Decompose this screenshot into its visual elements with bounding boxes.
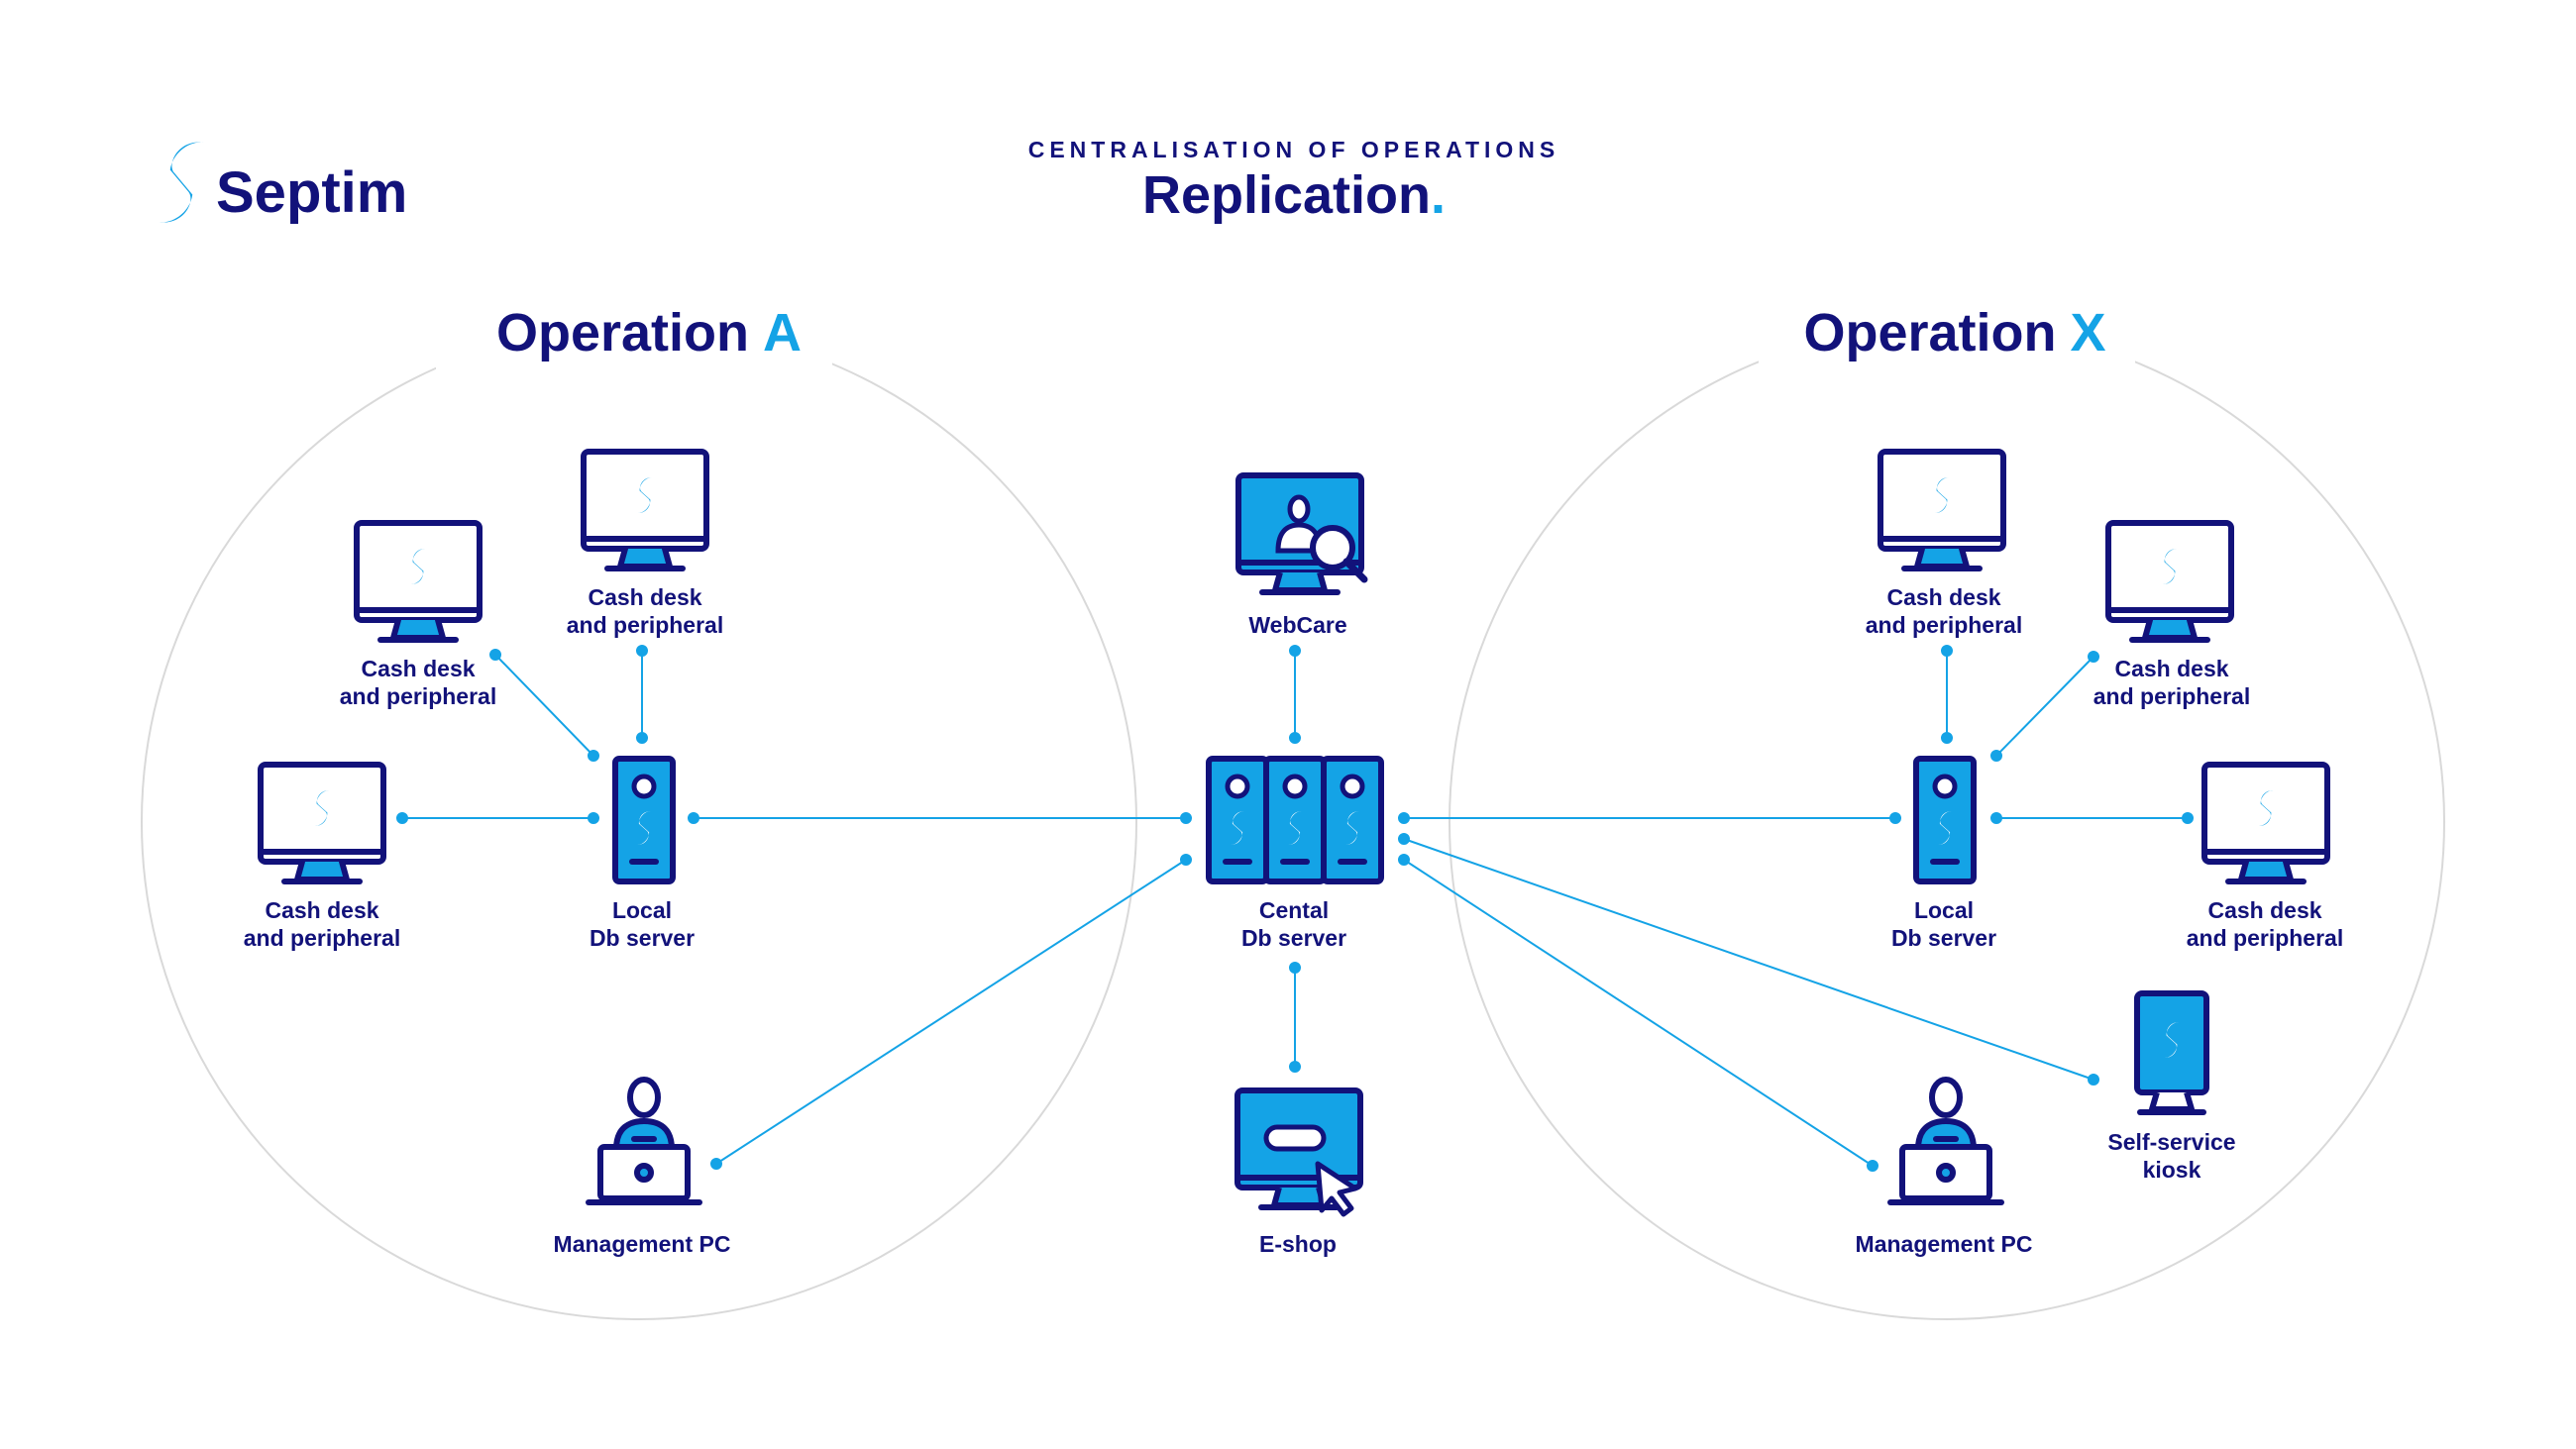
connector-dot bbox=[688, 812, 699, 824]
server-icon bbox=[1916, 759, 1974, 881]
node-label-line2: Db server bbox=[590, 925, 695, 951]
node-label-line1: Cash desk bbox=[2207, 897, 2321, 923]
monitor-icon bbox=[261, 765, 383, 881]
node-label-line2: kiosk bbox=[2143, 1157, 2201, 1183]
laptop-user-icon bbox=[1890, 1080, 2001, 1202]
connector-dot bbox=[710, 1158, 722, 1170]
connector-central-x-mgmt bbox=[1403, 859, 1874, 1167]
connector-dot bbox=[636, 732, 648, 744]
monitor-icon bbox=[1880, 452, 2003, 569]
node-label-line2: Db server bbox=[1891, 925, 1996, 951]
connector-dot bbox=[1398, 854, 1410, 866]
operation-x-title: Operation X bbox=[1803, 303, 2105, 362]
node-label-line1: Cash desk bbox=[1886, 584, 2000, 610]
connector-x-cash-upper bbox=[1995, 656, 2094, 757]
monitor-icon bbox=[584, 452, 706, 569]
node-x-cash-mid: Cash desk and peripheral bbox=[2187, 765, 2343, 951]
page-title: Replication. bbox=[1142, 165, 1446, 225]
node-eshop: E-shop bbox=[1234, 1087, 1363, 1257]
operation-x-letter: X bbox=[2071, 303, 2106, 362]
monitor-icon bbox=[2108, 523, 2231, 640]
connector-dot bbox=[2182, 812, 2194, 824]
node-x-local-db: Local Db server bbox=[1891, 759, 1996, 951]
node-webcare: WebCare bbox=[1235, 472, 1368, 638]
node-label-line1: Management PC bbox=[554, 1231, 731, 1257]
node-label-line1: Cash desk bbox=[265, 897, 378, 923]
septim-logo: Septim bbox=[158, 138, 407, 227]
connector-dot bbox=[1889, 812, 1901, 824]
node-label-line2: and peripheral bbox=[567, 612, 723, 638]
connector-dot bbox=[588, 812, 599, 824]
page-title-dot: . bbox=[1431, 165, 1446, 225]
connector-dot bbox=[1289, 732, 1301, 744]
kiosk-icon bbox=[2134, 990, 2209, 1115]
header-eyebrow: CENTRALISATION OF OPERATIONS bbox=[1028, 137, 1560, 162]
connectors bbox=[396, 645, 2194, 1172]
server-rack-icon bbox=[1209, 759, 1381, 881]
laptop-user-icon bbox=[589, 1080, 699, 1202]
monitor-icon bbox=[357, 523, 480, 640]
webcare-monitor-icon bbox=[1235, 472, 1368, 595]
connector-a-mgmt-central bbox=[715, 859, 1187, 1165]
node-label-line1: Local bbox=[1914, 897, 1974, 923]
node-label-line1: WebCare bbox=[1248, 612, 1346, 638]
node-central-db: Cental Db server bbox=[1209, 759, 1381, 951]
node-label-line1: Cash desk bbox=[361, 656, 475, 681]
node-label-line1: Cental bbox=[1259, 897, 1329, 923]
node-label-line1: Local bbox=[612, 897, 672, 923]
connector-dot bbox=[2088, 1074, 2099, 1086]
connector-dot bbox=[2088, 651, 2099, 663]
node-label-line1: E-shop bbox=[1259, 1231, 1337, 1257]
node-x-cash-top: Cash desk and peripheral bbox=[1866, 452, 2022, 638]
monitor-icon bbox=[2204, 765, 2327, 881]
connector-dot bbox=[1990, 812, 2002, 824]
connector-dot bbox=[1867, 1160, 1878, 1172]
node-label-line1: Cash desk bbox=[2114, 656, 2228, 681]
connector-central-x-kiosk bbox=[1403, 838, 2094, 1081]
page-title-text: Replication bbox=[1142, 165, 1431, 225]
connector-dot bbox=[1990, 750, 2002, 762]
operation-a-label: Operation bbox=[496, 303, 749, 362]
connector-dot bbox=[1941, 645, 1953, 657]
connector-dot bbox=[588, 750, 599, 762]
node-a-cash-upper: Cash desk and peripheral bbox=[340, 523, 496, 709]
node-x-cash-upper: Cash desk and peripheral bbox=[2093, 523, 2250, 709]
node-a-mgmt-pc: Management PC bbox=[554, 1080, 731, 1257]
node-label-line2: Db server bbox=[1241, 925, 1346, 951]
node-label-line1: Management PC bbox=[1856, 1231, 2033, 1257]
node-x-kiosk: Self-service kiosk bbox=[2107, 990, 2236, 1183]
node-a-local-db: Local Db server bbox=[590, 759, 695, 951]
connector-dot bbox=[636, 645, 648, 657]
connector-dot bbox=[1398, 833, 1410, 845]
eshop-monitor-icon bbox=[1234, 1087, 1363, 1217]
connector-dot bbox=[1180, 854, 1192, 866]
connector-dot bbox=[1941, 732, 1953, 744]
node-label-line2: and peripheral bbox=[1866, 612, 2022, 638]
node-a-cash-mid: Cash desk and peripheral bbox=[244, 765, 400, 951]
brand-name: Septim bbox=[216, 160, 407, 225]
operation-x-label: Operation bbox=[1803, 303, 2056, 362]
node-label-line2: and peripheral bbox=[340, 683, 496, 709]
node-label-line1: Cash desk bbox=[588, 584, 701, 610]
node-a-cash-top: Cash desk and peripheral bbox=[567, 452, 723, 638]
node-label-line2: and peripheral bbox=[2187, 925, 2343, 951]
connector-dot bbox=[1289, 1061, 1301, 1073]
connector-dot bbox=[1180, 812, 1192, 824]
connector-a-cash-upper bbox=[494, 654, 594, 757]
node-label-line1: Self-service bbox=[2107, 1129, 2235, 1155]
server-icon bbox=[615, 759, 673, 881]
node-label-line2: and peripheral bbox=[2093, 683, 2250, 709]
connector-dot bbox=[1398, 812, 1410, 824]
connector-dot bbox=[1289, 962, 1301, 974]
connector-dot bbox=[489, 649, 501, 661]
node-x-mgmt-pc: Management PC bbox=[1856, 1080, 2033, 1257]
operation-a-letter: A bbox=[763, 303, 802, 362]
node-label-line2: and peripheral bbox=[244, 925, 400, 951]
connector-dot bbox=[1289, 645, 1301, 657]
connector-dot bbox=[396, 812, 408, 824]
